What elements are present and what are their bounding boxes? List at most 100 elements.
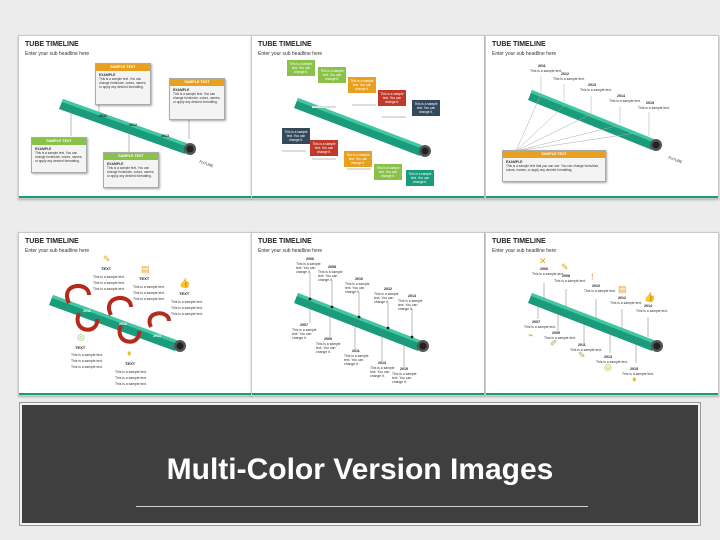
thumbs-up-icon: 👍 — [644, 292, 656, 302]
year-label: 2015 — [630, 367, 638, 371]
text-label: TEXT — [75, 345, 86, 350]
point-text: This is a sample text. You can change it… — [318, 270, 343, 282]
year-label: 2012 — [129, 123, 137, 127]
year-label: 2008 — [562, 274, 570, 278]
bullet-text: This is a sample text. — [115, 382, 147, 386]
point-text: This is a sample text. — [638, 106, 670, 110]
bullet-text: This is a sample text. — [115, 370, 147, 374]
year-label: 2011 — [352, 349, 360, 353]
box-label: EXAMPLE — [107, 162, 124, 166]
colored-text-box: This is a sample text. You can change it… — [412, 100, 440, 116]
point-text: This is a sample text. — [610, 301, 642, 305]
year-label: 2006 — [540, 267, 548, 271]
text-label: TEXT — [101, 266, 112, 271]
colored-text-box: This is a sample text. You can change it… — [374, 164, 402, 180]
box-header: SAMPLE TEXT — [170, 79, 224, 86]
point-text: This is a sample text. You can change it… — [344, 354, 369, 366]
year-label: 2010 — [592, 284, 600, 288]
slide-title: TUBE TIMELINE — [492, 238, 546, 245]
slide-thumbnail-6[interactable]: TUBE TIMELINE Enter your sub headline he… — [485, 232, 719, 396]
lightbulb-icon: ♦ — [127, 348, 132, 358]
slide-title: TUBE TIMELINE — [25, 41, 79, 48]
slide-thumbnail-4[interactable]: TUBE TIMELINE Enter your sub headline he… — [18, 232, 252, 396]
point-text: This is a sample text. — [580, 88, 612, 92]
point-text: This is a sample text. — [524, 325, 556, 329]
document-icon: ▤ — [618, 284, 627, 294]
bullet-text: This is a sample text. — [115, 376, 147, 380]
bullet-text: This is a sample text. — [171, 306, 203, 310]
year-label: 2008 — [328, 265, 336, 269]
colored-text-box: This is a sample text. You can change it… — [282, 128, 310, 144]
point-text: This is a sample text. — [636, 309, 668, 313]
text-label: TEXT — [125, 361, 136, 366]
slide-thumbnail-1[interactable]: TUBE TIMELINE Enter your sub headline he… — [18, 35, 252, 199]
year-label: 2011 — [83, 309, 91, 313]
year-label: 2013 — [588, 83, 596, 87]
slide-title: TUBE TIMELINE — [258, 238, 312, 245]
bullet-text: This is a sample text. — [133, 285, 165, 289]
colored-text-box: This is a sample text. You can change it… — [406, 170, 434, 186]
year-label: 2012 — [561, 72, 569, 76]
year-label: 2011 — [538, 64, 546, 68]
pencil-icon: ✎ — [561, 262, 569, 272]
box-label: EXAMPLE — [99, 73, 116, 77]
slide-subtitle: Enter your sub headline here — [25, 248, 90, 254]
box-label: EXAMPLE — [35, 147, 52, 151]
slide-title: TUBE TIMELINE — [258, 41, 312, 48]
lightbulb-icon: ♦ — [632, 374, 637, 384]
point-text: This is a sample text. You can change it… — [392, 372, 417, 384]
slide-thumbnail-3[interactable]: TUBE TIMELINE Enter your sub headline he… — [485, 35, 719, 199]
point-text: This is a sample text. You can change it… — [398, 299, 423, 311]
slide-subtitle: Enter your sub headline here — [25, 51, 90, 57]
colored-text-box: This is a sample text. You can change it… — [318, 67, 346, 83]
exclamation-icon: ! — [591, 272, 594, 282]
year-label: 2013 — [378, 361, 386, 365]
brush-icon: ✐ — [550, 338, 558, 348]
pencil-icon: ✎ — [103, 254, 111, 264]
year-label: 2007 — [300, 323, 308, 327]
year-label: 2014 — [644, 304, 652, 308]
box-label: EXAMPLE — [506, 160, 523, 164]
thumbs-up-icon: 👍 — [179, 278, 191, 288]
box-header: SAMPLE TEXT — [32, 138, 86, 145]
bullet-text: This is a sample text. — [93, 281, 125, 285]
point-text: This is a sample text. — [596, 360, 628, 364]
slide-title: TUBE TIMELINE — [492, 41, 546, 48]
year-label: 2010 — [355, 277, 363, 281]
tube-graphic — [59, 96, 196, 155]
slide-subtitle: Enter your sub headline here — [492, 51, 557, 57]
close-icon: ✕ — [539, 256, 547, 266]
colored-text-box: This is a sample text. You can change it… — [310, 140, 338, 156]
pencil-icon: ✎ — [578, 350, 586, 360]
bullet-text: This is a sample text. — [133, 291, 165, 295]
year-label: 2012 — [119, 322, 127, 326]
point-text: This is a sample text. — [554, 279, 586, 283]
box-body: This is a sample text. You can change fo… — [99, 77, 147, 89]
chart-icon: ⌁ — [528, 330, 534, 340]
bullet-text: This is a sample text. — [171, 300, 203, 304]
slide-subtitle: Enter your sub headline here — [258, 51, 323, 57]
year-label: 2014 — [408, 294, 416, 298]
year-label: 2015 — [400, 367, 408, 371]
point-text: This is a sample text. — [544, 336, 576, 340]
tube-graphic — [515, 76, 662, 152]
point-text: This is a sample text. — [532, 272, 564, 276]
point-text: This is a sample text. — [609, 99, 641, 103]
slide-thumbnail-2[interactable]: TUBE TIMELINE Enter your sub headline he… — [251, 35, 485, 199]
point-text: This is a sample text. You can change it… — [316, 342, 341, 354]
slide-subtitle: Enter your sub headline here — [258, 248, 323, 254]
slide-thumbnail-5[interactable]: TUBE TIMELINE Enter your sub headline he… — [251, 232, 485, 396]
colored-text-box: This is a sample text. You can change it… — [344, 151, 372, 167]
box-body: This is a sample text. You can change fo… — [35, 151, 83, 163]
box-header: SAMPLE TEXT — [104, 153, 158, 160]
year-label: 2009 — [552, 331, 560, 335]
slide-subtitle: Enter your sub headline here — [492, 248, 557, 254]
slide-title: TUBE TIMELINE — [25, 238, 79, 245]
box-body: This is a sample text that you can use. … — [506, 164, 600, 172]
year-label: 2011 — [99, 114, 107, 118]
point-text: This is a sample text. You can change it… — [345, 282, 370, 294]
